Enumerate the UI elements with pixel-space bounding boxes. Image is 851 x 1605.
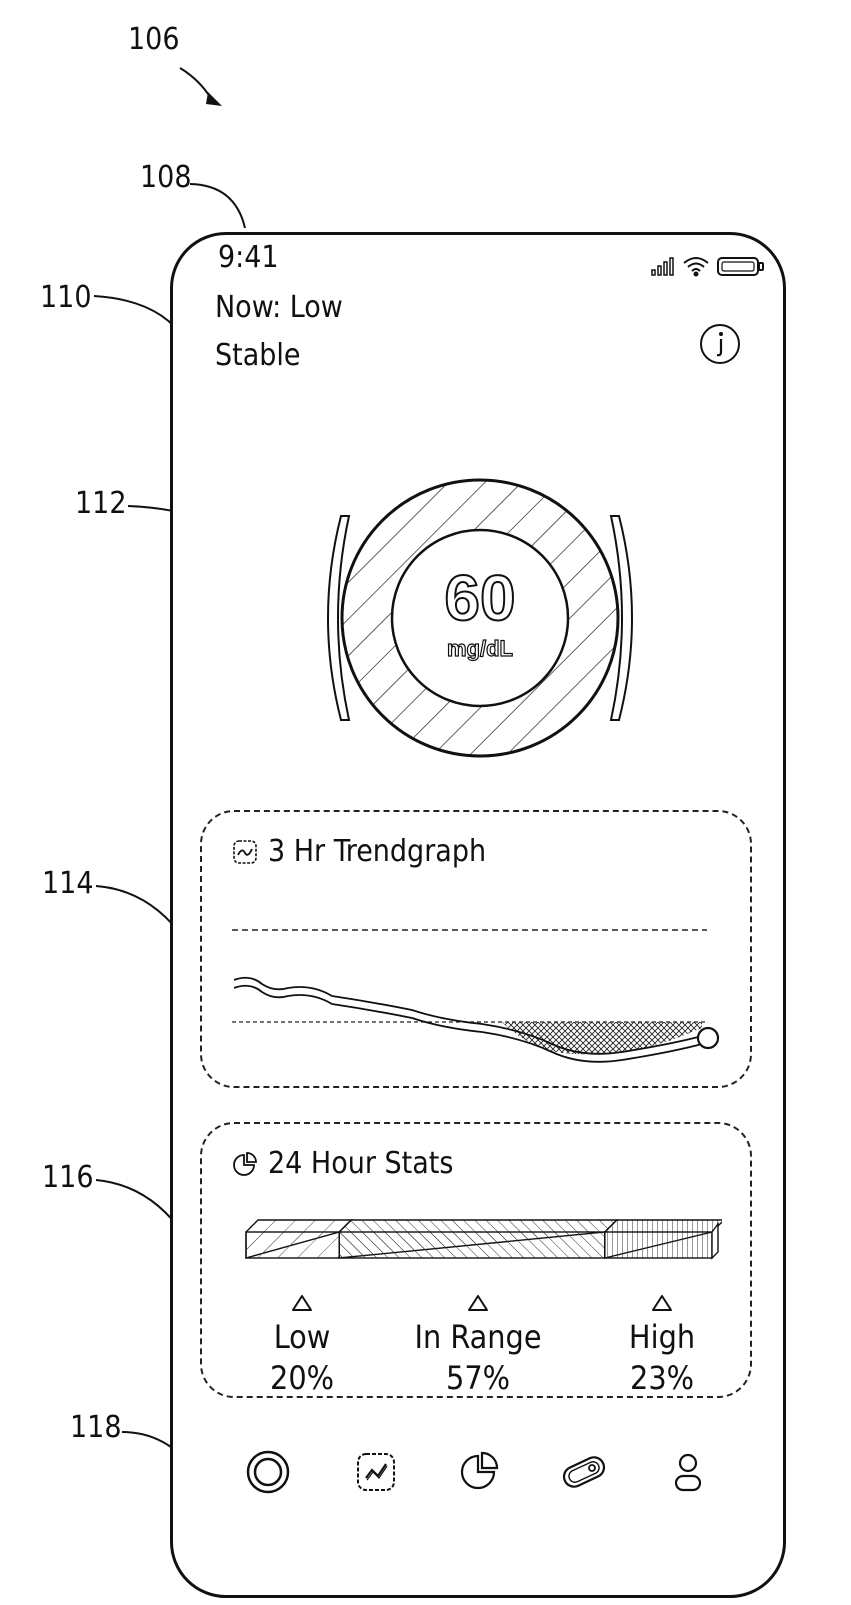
range-stats-bar [242, 1214, 722, 1284]
stats-pie-icon[interactable] [456, 1448, 504, 1496]
in-range-triangle-icon [467, 1294, 489, 1312]
current-reading-dot [698, 1028, 718, 1048]
stat-in-range-label: In Range [408, 1318, 548, 1356]
stat-in-range[interactable]: In Range 57% [408, 1294, 548, 1398]
trend-icon[interactable] [352, 1448, 400, 1496]
status-icons [650, 254, 766, 278]
stat-high-label: High [622, 1318, 702, 1356]
glucose-gauge[interactable]: 60 mg/dL [315, 468, 645, 768]
trend-graph-card[interactable]: 3 Hr Trendgraph [200, 810, 752, 1088]
info-icon[interactable] [698, 322, 742, 366]
figure-ref-number: 106 [128, 22, 180, 57]
battery-icon [718, 258, 763, 275]
daily-stats-card[interactable]: 24 Hour Stats Low 20% In Range 57% High … [200, 1122, 752, 1398]
trend-status-label: Stable [215, 338, 301, 373]
gauge-ref-number: 112 [75, 486, 127, 521]
high-triangle-icon [651, 1294, 673, 1312]
stat-high[interactable]: High 23% [622, 1294, 702, 1398]
low-triangle-icon [291, 1294, 313, 1312]
stat-low[interactable]: Low 20% [262, 1294, 342, 1398]
nav-ref-number: 118 [70, 1410, 122, 1445]
range-segment-in-range [339, 1220, 617, 1258]
profile-icon[interactable] [664, 1448, 712, 1496]
trend-chart [202, 812, 754, 1090]
home-ring-icon[interactable] [244, 1448, 292, 1496]
glucose-value: 60 [444, 562, 515, 634]
range-segment-high [605, 1220, 722, 1258]
stat-low-percent: 20% [262, 1358, 342, 1398]
wifi-icon [684, 258, 708, 276]
glucose-unit: mg/dL [447, 636, 513, 661]
stats-card-title: 24 Hour Stats [268, 1146, 453, 1181]
trend-ref-number: 114 [42, 866, 94, 901]
stat-low-label: Low [262, 1318, 342, 1356]
stat-high-percent: 23% [622, 1358, 702, 1398]
stats-ref-number: 116 [42, 1160, 94, 1195]
range-segment-low [246, 1220, 351, 1258]
current-status-label: Now: Low [215, 290, 343, 325]
device-ref-number: 108 [140, 160, 192, 195]
stat-in-range-percent: 57% [408, 1358, 548, 1398]
status-time: 9:41 [218, 240, 279, 275]
below-range-area [502, 1022, 702, 1054]
signal-icon [652, 258, 673, 275]
pie-chart-icon [232, 1151, 258, 1177]
sensor-icon[interactable] [560, 1448, 608, 1496]
status-ref-number: 110 [40, 280, 92, 315]
